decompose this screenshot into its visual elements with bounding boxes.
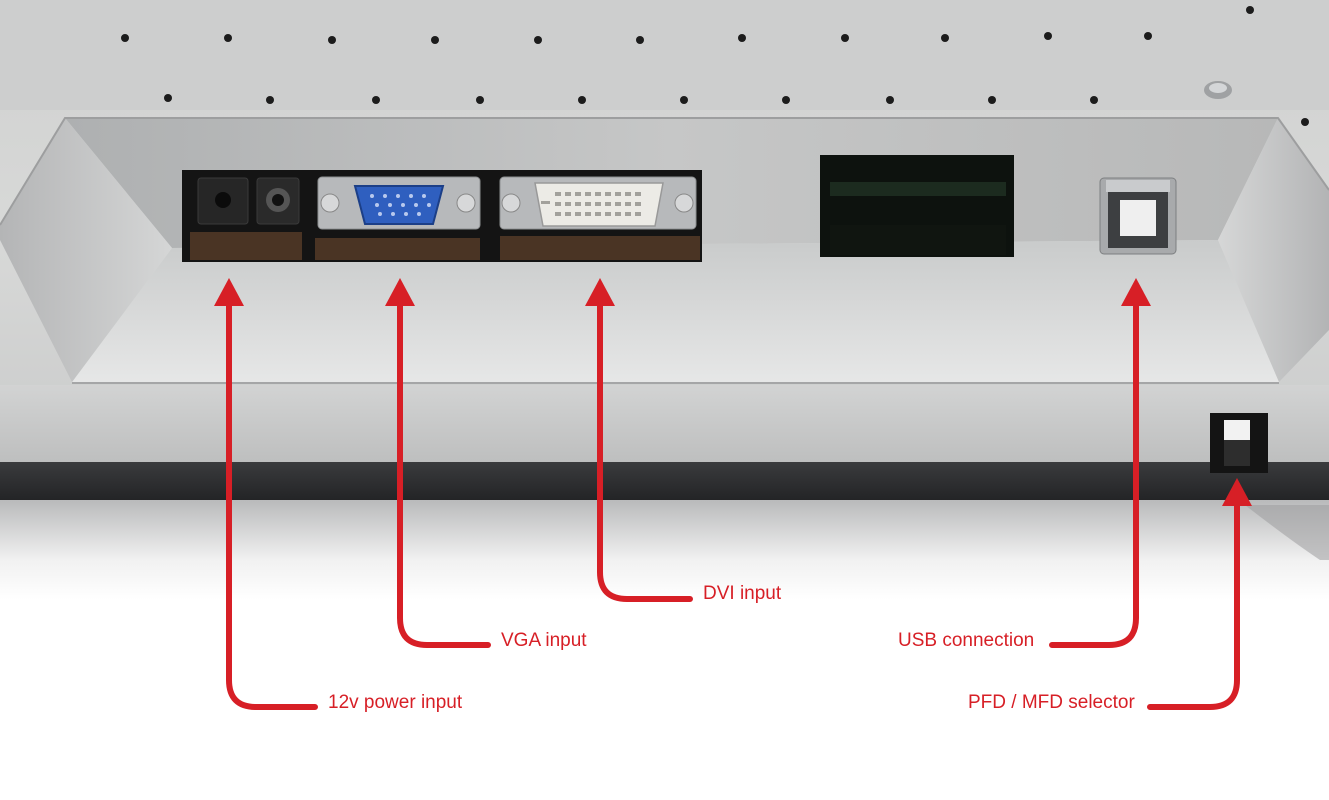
dvi-input-label: DVI input — [703, 583, 782, 604]
audio-jack — [256, 177, 300, 225]
selector-switch — [1210, 413, 1268, 473]
connector-slot — [820, 155, 1014, 257]
vga-callout-arrow — [385, 278, 491, 648]
usb-b-port — [1099, 177, 1177, 255]
usb-connection-label: USB connection — [898, 630, 1035, 651]
usb-callout-arrow — [1049, 278, 1151, 648]
mounting-screw — [1204, 81, 1232, 99]
dvi-port — [499, 176, 697, 230]
selector-callout-arrow — [1147, 478, 1252, 710]
callout-arrows — [214, 278, 1252, 710]
power-jack — [197, 177, 249, 225]
vga-port — [317, 176, 481, 230]
vent-holes — [121, 6, 1309, 126]
pfd-mfd-selector-label: PFD / MFD selector — [968, 692, 1135, 713]
stand-foot — [1245, 505, 1329, 560]
power-callout-arrow — [214, 278, 318, 710]
monitor-bezel — [0, 462, 1329, 502]
vga-input-label: VGA input — [501, 630, 587, 651]
power-input-label: 12v power input — [328, 692, 463, 713]
dvi-callout-arrow — [585, 278, 693, 602]
